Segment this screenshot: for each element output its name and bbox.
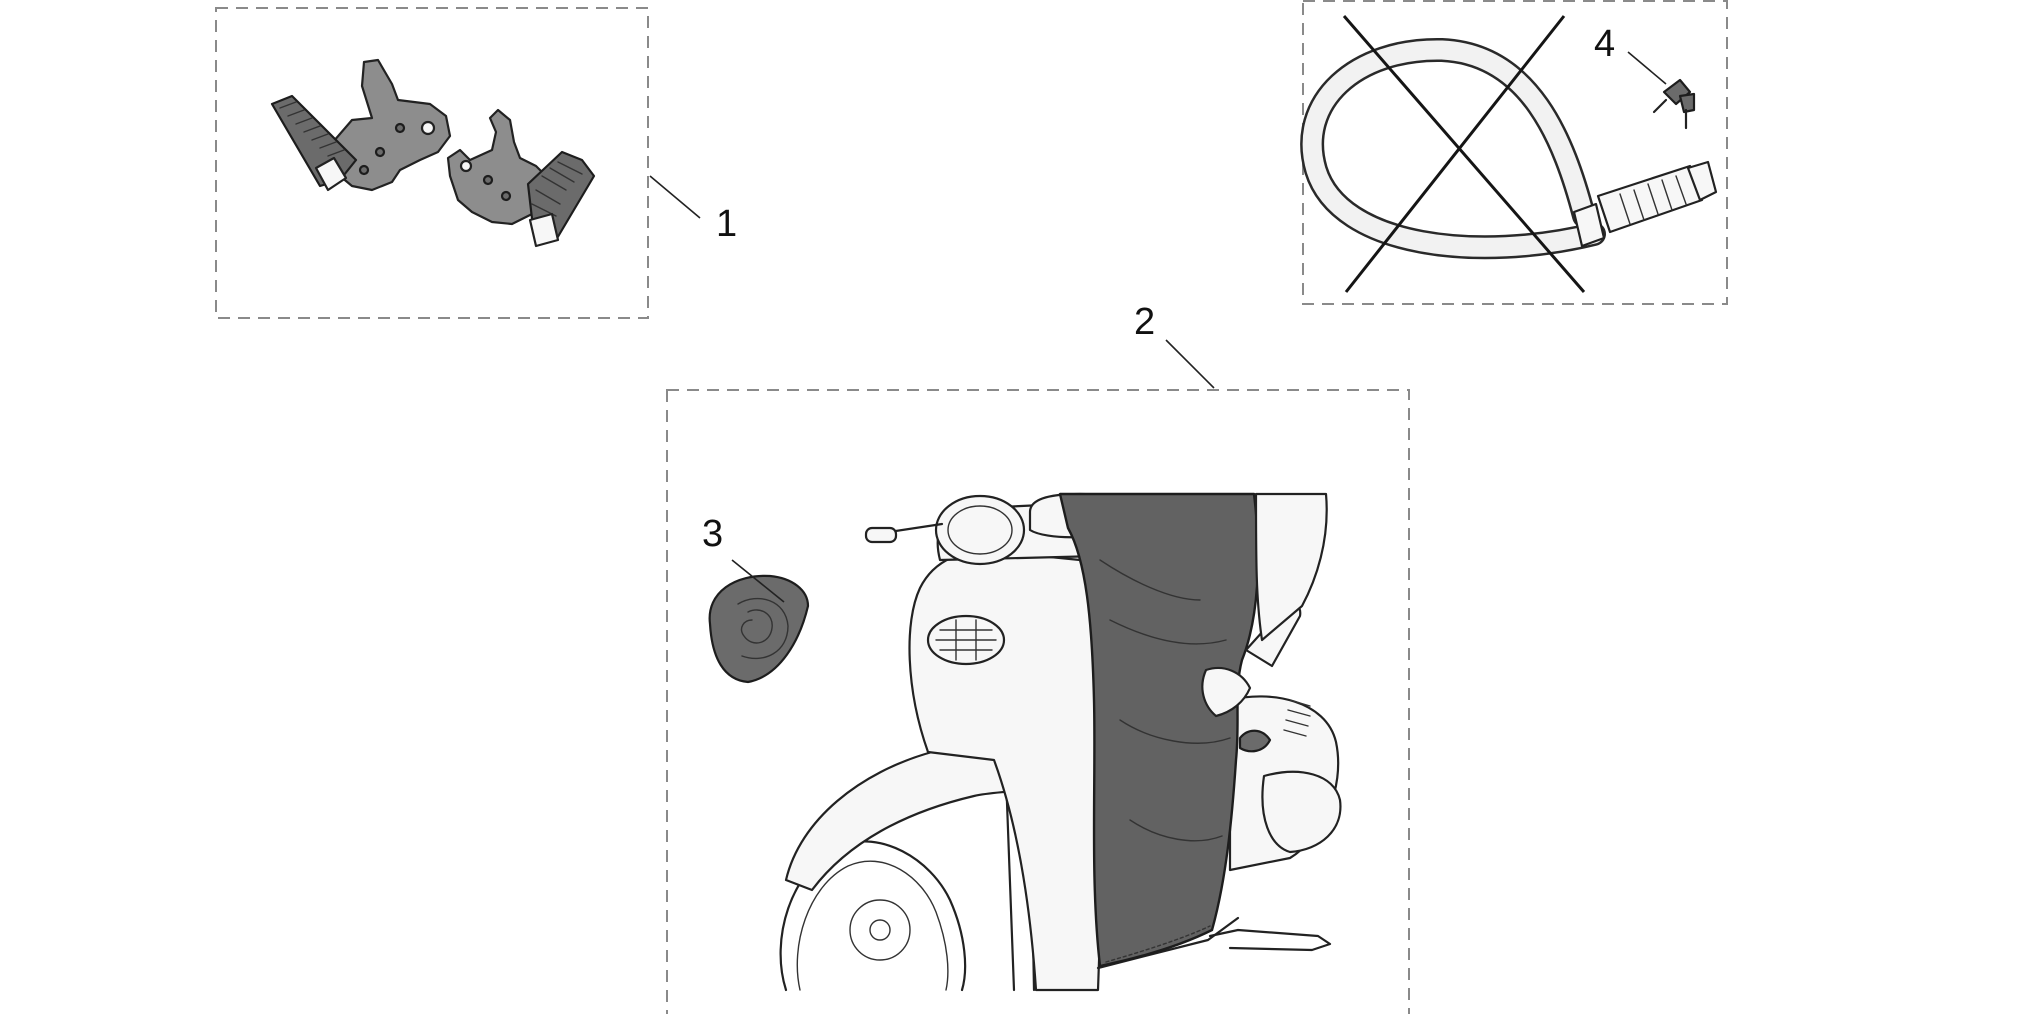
cable-lock-group-box: [1302, 0, 1728, 305]
cross-stroke-b: [1344, 15, 1566, 293]
leg-cover-group-box: [666, 389, 1410, 1014]
leg-cover-illustration: [1058, 492, 1328, 968]
leader-line-1: [649, 175, 701, 219]
footrest-right-illustration: [446, 108, 596, 248]
leader-line-2: [1165, 339, 1215, 389]
scooter-illustration: [779, 492, 1342, 992]
footrest-left-illustration: [270, 58, 452, 192]
callout-2: 2: [1134, 301, 1155, 343]
key-illustration: [1652, 78, 1696, 130]
callout-4: 4: [1594, 23, 1615, 65]
leader-line-4: [1627, 51, 1667, 85]
footrest-group-box: [215, 7, 649, 319]
callout-1: 1: [716, 203, 737, 245]
cross-stroke-a: [1342, 15, 1586, 293]
cable-lock-illustration: [1300, 37, 1718, 260]
callout-3: 3: [702, 513, 723, 555]
tape-roll-illustration: [708, 574, 810, 684]
leader-line-3: [731, 559, 785, 603]
